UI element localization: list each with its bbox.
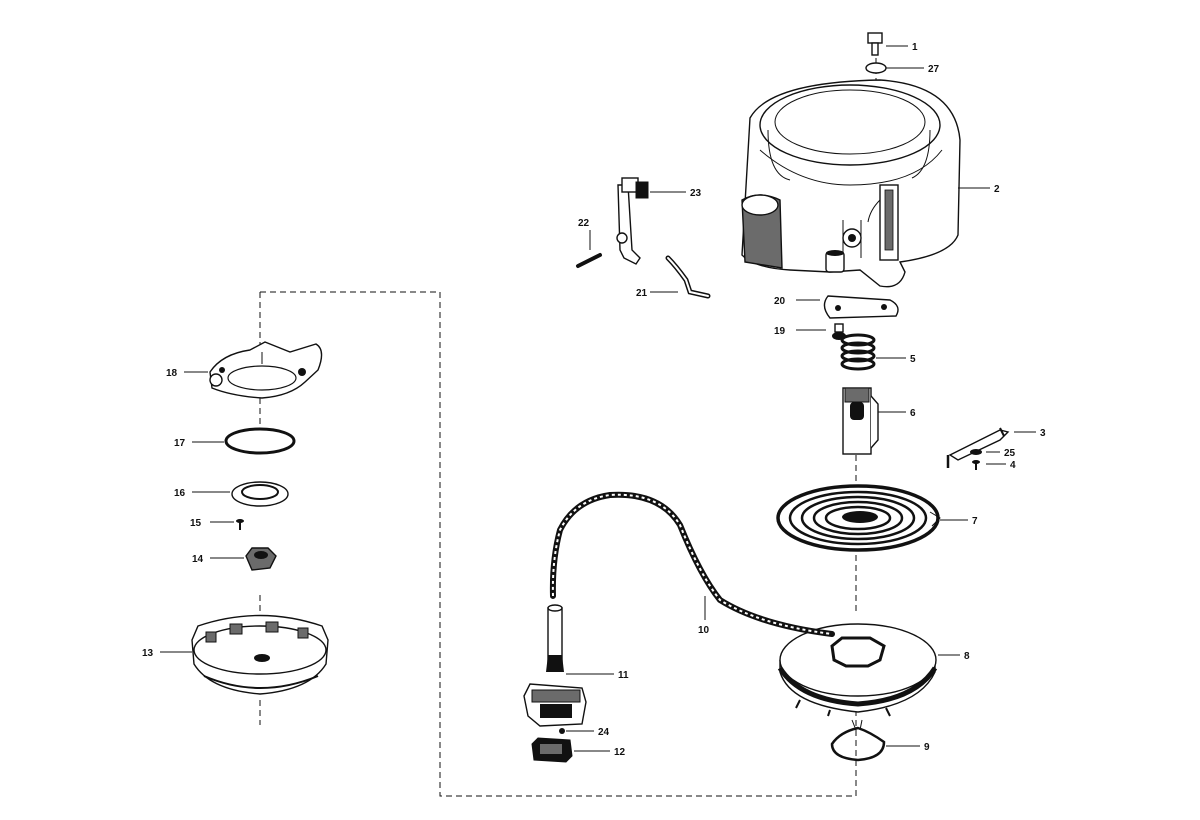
- part-27-washer: [865, 62, 887, 74]
- label-part-15: 15: [190, 518, 202, 529]
- label-part-11: 11: [618, 670, 629, 681]
- label-part-17: 17: [174, 438, 186, 449]
- part-21-spring-link: [665, 255, 711, 299]
- label-part-8: 8: [964, 651, 970, 662]
- label-part-20: 20: [774, 296, 786, 307]
- part-labels: 1 27 2 23 22 21 20 19 5 6 3 25 4 7 8 9 1…: [142, 42, 1046, 758]
- label-part-13: 13: [142, 648, 154, 659]
- part-5-spring: [840, 333, 876, 371]
- label-part-4: 4: [1010, 460, 1016, 471]
- label-part-3: 3: [1040, 428, 1046, 439]
- part-3-bracket: [946, 427, 1010, 468]
- part-10-rope: [549, 491, 835, 637]
- part-20-plate: [823, 295, 899, 319]
- part-24-rivet: [559, 728, 565, 734]
- label-part-18: 18: [166, 368, 178, 379]
- part-22-pin: [576, 253, 602, 268]
- label-part-25: 25: [1004, 448, 1016, 459]
- part-14-nut: [245, 547, 277, 571]
- part-17-ring: [224, 427, 296, 455]
- label-part-22: 22: [578, 218, 590, 229]
- label-part-1: 1: [912, 42, 918, 53]
- part-11-handle: [523, 604, 587, 727]
- part-16-washer: [231, 481, 289, 507]
- part-23-pawl-clip: [616, 177, 649, 265]
- label-part-19: 19: [774, 326, 786, 337]
- part-15-screw: [236, 519, 244, 530]
- label-part-2: 2: [994, 184, 1000, 195]
- part-25-washer: [970, 449, 982, 455]
- part-8-pulley: [777, 623, 938, 717]
- label-part-21: 21: [636, 288, 648, 299]
- label-part-24: 24: [598, 727, 610, 738]
- label-part-10: 10: [698, 625, 710, 636]
- part-7-rewind-spring: [776, 484, 941, 552]
- label-part-12: 12: [614, 747, 626, 758]
- part-13-starter-cup: [191, 614, 329, 695]
- label-part-6: 6: [910, 408, 916, 419]
- part-18-pawl-plate: [209, 341, 323, 399]
- label-part-5: 5: [910, 354, 916, 365]
- part-1-bolt: [867, 32, 883, 56]
- part-2-starter-housing: [741, 79, 961, 288]
- part-4-screw: [972, 460, 980, 470]
- part-9-retainer: [830, 719, 886, 762]
- label-part-27: 27: [928, 64, 940, 75]
- label-part-14: 14: [192, 554, 204, 565]
- part-12-insert: [531, 737, 573, 763]
- label-part-16: 16: [174, 488, 186, 499]
- leader-lines: [160, 45, 1036, 752]
- label-part-9: 9: [924, 742, 930, 753]
- label-part-23: 23: [690, 188, 702, 199]
- part-6-pawl: [842, 387, 879, 455]
- label-part-7: 7: [972, 516, 978, 527]
